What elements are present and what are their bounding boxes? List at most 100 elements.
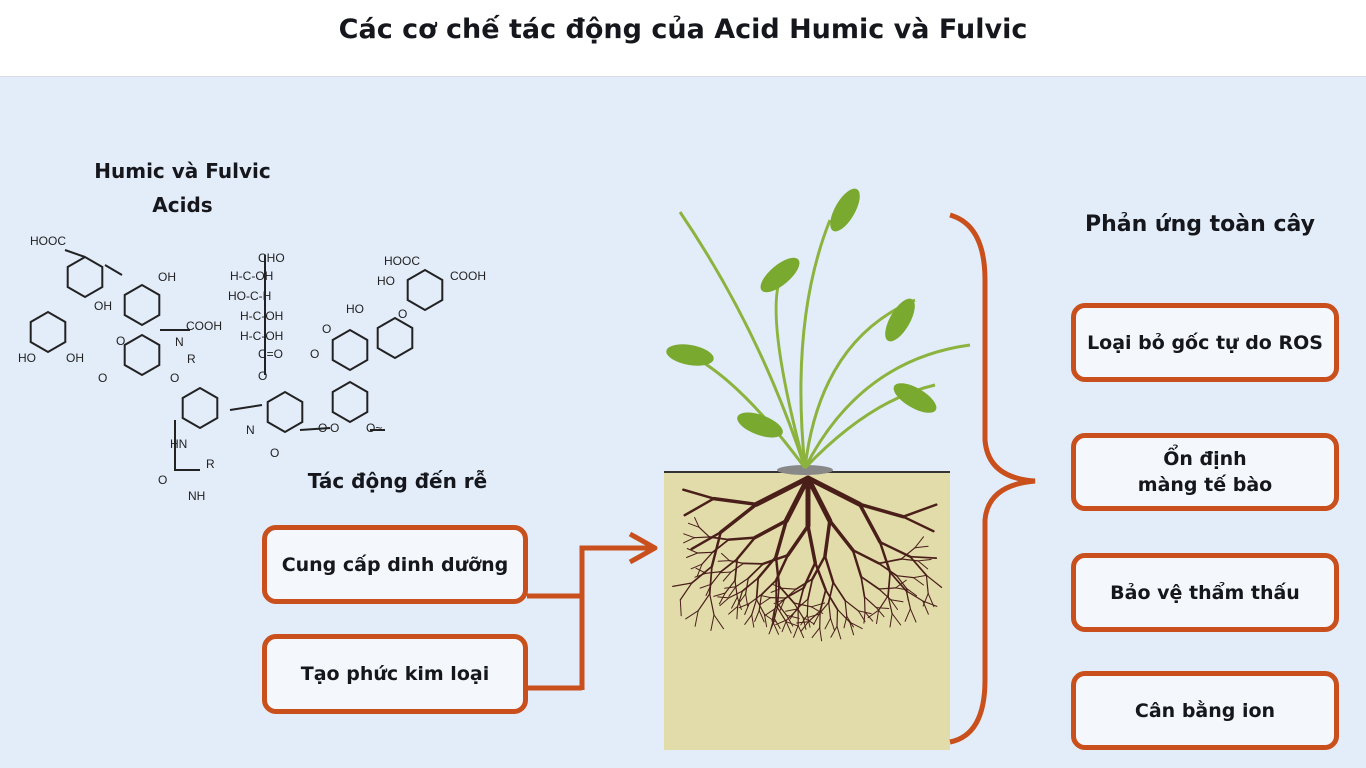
root-segment (878, 587, 897, 590)
root-segment (925, 574, 943, 589)
root-segment (699, 583, 712, 589)
root-segment (751, 598, 758, 616)
molecule-atom-label: N (246, 423, 255, 437)
root-segment (780, 587, 797, 590)
root-segment (698, 526, 711, 538)
root-segment (755, 577, 760, 601)
humic-fulvic-molecule (29, 249, 444, 471)
root-segment (751, 614, 755, 628)
root-segment (887, 595, 893, 615)
root-segment (909, 555, 938, 559)
molecule-atom-label: O (322, 322, 331, 336)
root-segment (720, 558, 739, 573)
root-segment (797, 625, 805, 639)
root-segment (849, 621, 863, 630)
root-segment (778, 584, 795, 604)
root-segment (807, 613, 820, 618)
root-segment (795, 578, 814, 591)
root-segment (760, 597, 772, 605)
root-segment (768, 622, 774, 635)
root-segment (925, 574, 929, 595)
root-segment (823, 519, 832, 558)
molecule-atom-label: HOOC (384, 254, 420, 268)
root-segment (793, 625, 799, 638)
root-segment (819, 589, 827, 612)
molecule-atom-label: O (310, 347, 319, 361)
root-segment (679, 599, 682, 617)
root-segment (779, 598, 785, 611)
root-segment (685, 610, 699, 620)
root-segment (727, 536, 757, 541)
root-segment (857, 502, 905, 519)
root-segment (832, 581, 846, 602)
molecule-atom-label: O (116, 334, 125, 348)
root-segment (901, 503, 938, 518)
root-segment (819, 627, 823, 642)
root-segment (860, 575, 880, 590)
root-segment (878, 540, 912, 558)
root-segment (900, 547, 916, 560)
molecule-atom-label: COOH (186, 319, 222, 333)
root-segment (813, 561, 827, 592)
root-segment (827, 581, 835, 604)
root-segment (785, 621, 799, 627)
root-segment (701, 551, 714, 565)
molecule-atom-label: O (318, 421, 327, 435)
root-segment (811, 554, 827, 581)
root-segment (696, 563, 703, 577)
root-segment (786, 614, 794, 627)
molecule-atom-label: NH (188, 489, 205, 503)
root-segment (736, 590, 744, 608)
root-segment (776, 606, 787, 623)
root-segment (736, 605, 739, 620)
molecule-atom-label: H-C-OH (240, 329, 283, 343)
root-segment (708, 565, 713, 595)
root-segment (806, 598, 809, 616)
root-segment (890, 599, 898, 610)
root-segment (917, 560, 929, 570)
root-segment (764, 613, 768, 628)
root-segment (813, 613, 820, 626)
root-segment (811, 627, 821, 639)
root-segment (802, 616, 815, 625)
root-segment (922, 600, 938, 607)
root-segment (710, 531, 722, 568)
root-segment (896, 575, 908, 590)
root-segment (877, 595, 889, 611)
effect-box-nutrition: Cung cấp dinh dưỡng (262, 525, 528, 604)
root-segment (764, 608, 775, 617)
root-segment (786, 524, 810, 557)
root-segment (742, 562, 764, 565)
root-segment (823, 554, 835, 584)
root-segment (717, 560, 730, 562)
leaf (885, 298, 915, 342)
molecule-atom-label: O (270, 446, 279, 460)
molecule-ring (331, 328, 369, 372)
root-segment (741, 577, 760, 592)
root-segment (760, 579, 777, 596)
root-segment (836, 608, 851, 623)
root-segment (745, 593, 749, 607)
molecule-atom-label: O~ (366, 421, 382, 435)
root-segment (718, 502, 759, 535)
root-segment (694, 516, 700, 528)
molecule-atom-label: HO (346, 302, 364, 316)
root-segment (728, 586, 737, 597)
effect-box-metal-complex: Tạo phức kim loại (262, 634, 528, 714)
title-bar: Các cơ chế tác động của Acid Humic và Fu… (0, 0, 1366, 77)
leaf (666, 344, 714, 366)
root-segment (909, 555, 928, 577)
root-segment (694, 610, 699, 627)
root-segment (690, 531, 722, 551)
root-segment (878, 540, 892, 574)
root-segment (851, 548, 863, 578)
root-segment (836, 608, 839, 627)
molecule-atom-label: HO-C-H (228, 289, 271, 303)
root-segment (693, 536, 711, 539)
roots (672, 475, 943, 642)
molecule-atom-label: OH (66, 351, 84, 365)
root-segment (773, 617, 781, 629)
molecule-atom-label: O (98, 371, 107, 385)
molecule-atom-label: HOOC (30, 234, 66, 248)
molecule-atom-label: COOH (450, 269, 486, 283)
